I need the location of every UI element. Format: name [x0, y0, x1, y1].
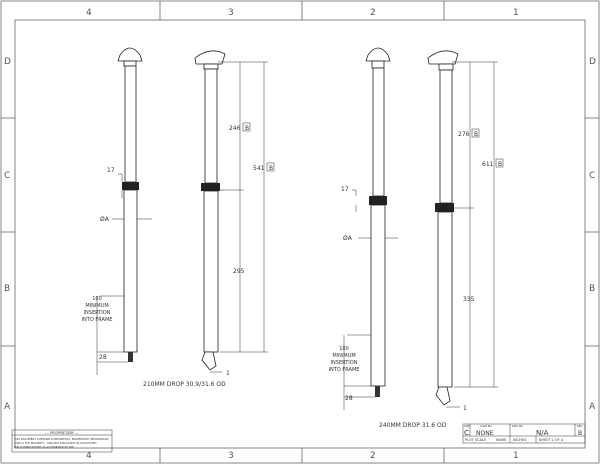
svg-text:--- PROPRIETARY ---: --- PROPRIETARY ---	[45, 431, 79, 435]
svg-text:MINIMUM: MINIMUM	[85, 303, 108, 309]
upper-tube	[439, 69, 453, 204]
svg-text:CAGE NO: CAGE NO	[480, 424, 492, 428]
svg-text:17: 17	[341, 186, 349, 193]
svg-text:100: 100	[339, 346, 349, 352]
svg-text:SHEET 2 OF 4: SHEET 2 OF 4	[539, 438, 564, 442]
svg-text:B: B	[498, 161, 502, 168]
title-block: SIZE C CAGE NO NONE DWG NO N/A REV B PLO…	[462, 423, 586, 444]
view-caption: 210MM DROP 30.9/31.6 OD	[143, 381, 226, 388]
cable-plug	[375, 386, 380, 397]
svg-text:246: 246	[229, 125, 241, 132]
svg-text:1: 1	[463, 405, 467, 412]
proprietary-notice: --- PROPRIETARY --- THIS DOCUMENT CONTAI…	[11, 429, 113, 453]
seatpost-front-view-240	[365, 47, 391, 397]
svg-text:D: D	[589, 57, 596, 67]
svg-text:THAT IS THE PROPERTY... AND NO: THAT IS THE PROPERTY... AND NOT DISCLOSE…	[14, 441, 97, 445]
svg-text:PLOT SCALE: PLOT SCALE	[465, 438, 486, 442]
svg-text:4: 4	[86, 8, 92, 18]
svg-text:28: 28	[99, 354, 107, 361]
svg-text:3: 3	[228, 451, 234, 461]
svg-text:DWG NO: DWG NO	[512, 424, 523, 428]
svg-text:28: 28	[345, 395, 353, 402]
svg-text:INSERTION: INSERTION	[331, 360, 358, 366]
upper-tube	[204, 68, 218, 184]
saddle-clamp-head	[365, 47, 391, 62]
saddle-clamp-head	[194, 50, 226, 65]
svg-text:1: 1	[226, 370, 230, 377]
svg-text:276: 276	[458, 131, 470, 138]
collar	[369, 196, 387, 205]
svg-text:NONE: NONE	[476, 430, 494, 437]
seatpost-front-view-210	[117, 47, 143, 362]
svg-text:ØA: ØA	[343, 235, 353, 242]
svg-text:B: B	[269, 165, 273, 172]
saddle-clamp-head	[427, 50, 459, 65]
svg-text:INCHES: INCHES	[513, 438, 527, 442]
svg-text:INTO FRAME: INTO FRAME	[82, 317, 113, 323]
svg-text:A: A	[589, 402, 596, 412]
actuator-lever	[201, 351, 217, 371]
lower-tube	[123, 189, 138, 353]
upper-tube	[372, 67, 385, 197]
dimension-labels-240: 17 ØA 100 MINIMUM INSERTION INTO FRAME 2…	[329, 128, 504, 429]
svg-text:3: 3	[228, 8, 234, 18]
collar	[435, 203, 454, 212]
svg-text:MINIMUM: MINIMUM	[332, 353, 355, 359]
inner-border	[14, 19, 586, 449]
lower-tube	[370, 204, 386, 387]
zone-labels: 4 3 2 1 4 3 2 1 D C B A D C B A	[4, 8, 596, 461]
svg-text:SIZE: SIZE	[464, 424, 470, 428]
collar	[122, 182, 139, 190]
svg-text:295: 295	[233, 268, 245, 275]
svg-text:2: 2	[370, 8, 376, 18]
svg-text:B: B	[589, 284, 595, 294]
svg-text:INTO FRAME: INTO FRAME	[329, 367, 360, 373]
dimensions-210	[96, 61, 268, 375]
actuator-lever	[435, 386, 451, 406]
svg-text:B: B	[245, 125, 249, 132]
svg-text:ØA: ØA	[100, 216, 110, 223]
lower-tube	[203, 190, 219, 353]
svg-text:4: 4	[86, 451, 92, 461]
lower-tube	[437, 211, 453, 388]
seatpost-side-view-210	[194, 50, 226, 371]
view-caption: 240MM DROP 31.6 OD	[379, 422, 447, 429]
upper-tube	[124, 65, 137, 183]
svg-text:FOR OTHERS EXCEPT AS AUTHORIZE: FOR OTHERS EXCEPT AS AUTHORIZED BY THE	[14, 445, 74, 449]
collar	[201, 183, 220, 191]
dimensions-240	[343, 61, 498, 410]
svg-text:611: 611	[482, 161, 494, 168]
svg-text:2: 2	[370, 451, 376, 461]
svg-text:100: 100	[92, 296, 102, 302]
svg-text:C: C	[464, 429, 469, 437]
svg-text:1: 1	[513, 451, 519, 461]
svg-text:NONE: NONE	[496, 438, 506, 442]
svg-text:THIS DOCUMENT CONTAINS CONFIDE: THIS DOCUMENT CONTAINS CONFIDENTIAL, PRO…	[14, 437, 108, 441]
svg-text:A: A	[4, 402, 11, 412]
svg-text:N/A: N/A	[536, 429, 549, 437]
cable-plug	[128, 352, 133, 362]
seatpost-side-view-240	[427, 50, 459, 406]
svg-text:REV: REV	[577, 424, 582, 428]
svg-text:335: 335	[463, 296, 475, 303]
svg-text:17: 17	[107, 167, 115, 174]
svg-text:1: 1	[513, 8, 519, 18]
dimension-labels-210: 17 ØA 100 MINIMUM INSERTION INTO FRAME 2…	[82, 122, 275, 388]
svg-text:C: C	[4, 171, 10, 181]
svg-text:D: D	[4, 57, 11, 67]
svg-text:B: B	[4, 284, 10, 294]
svg-text:INSERTION: INSERTION	[84, 310, 111, 316]
svg-text:B: B	[578, 430, 582, 437]
saddle-clamp-head	[117, 47, 143, 62]
svg-text:B: B	[474, 131, 478, 138]
svg-text:C: C	[589, 171, 595, 181]
svg-text:541: 541	[253, 165, 265, 172]
